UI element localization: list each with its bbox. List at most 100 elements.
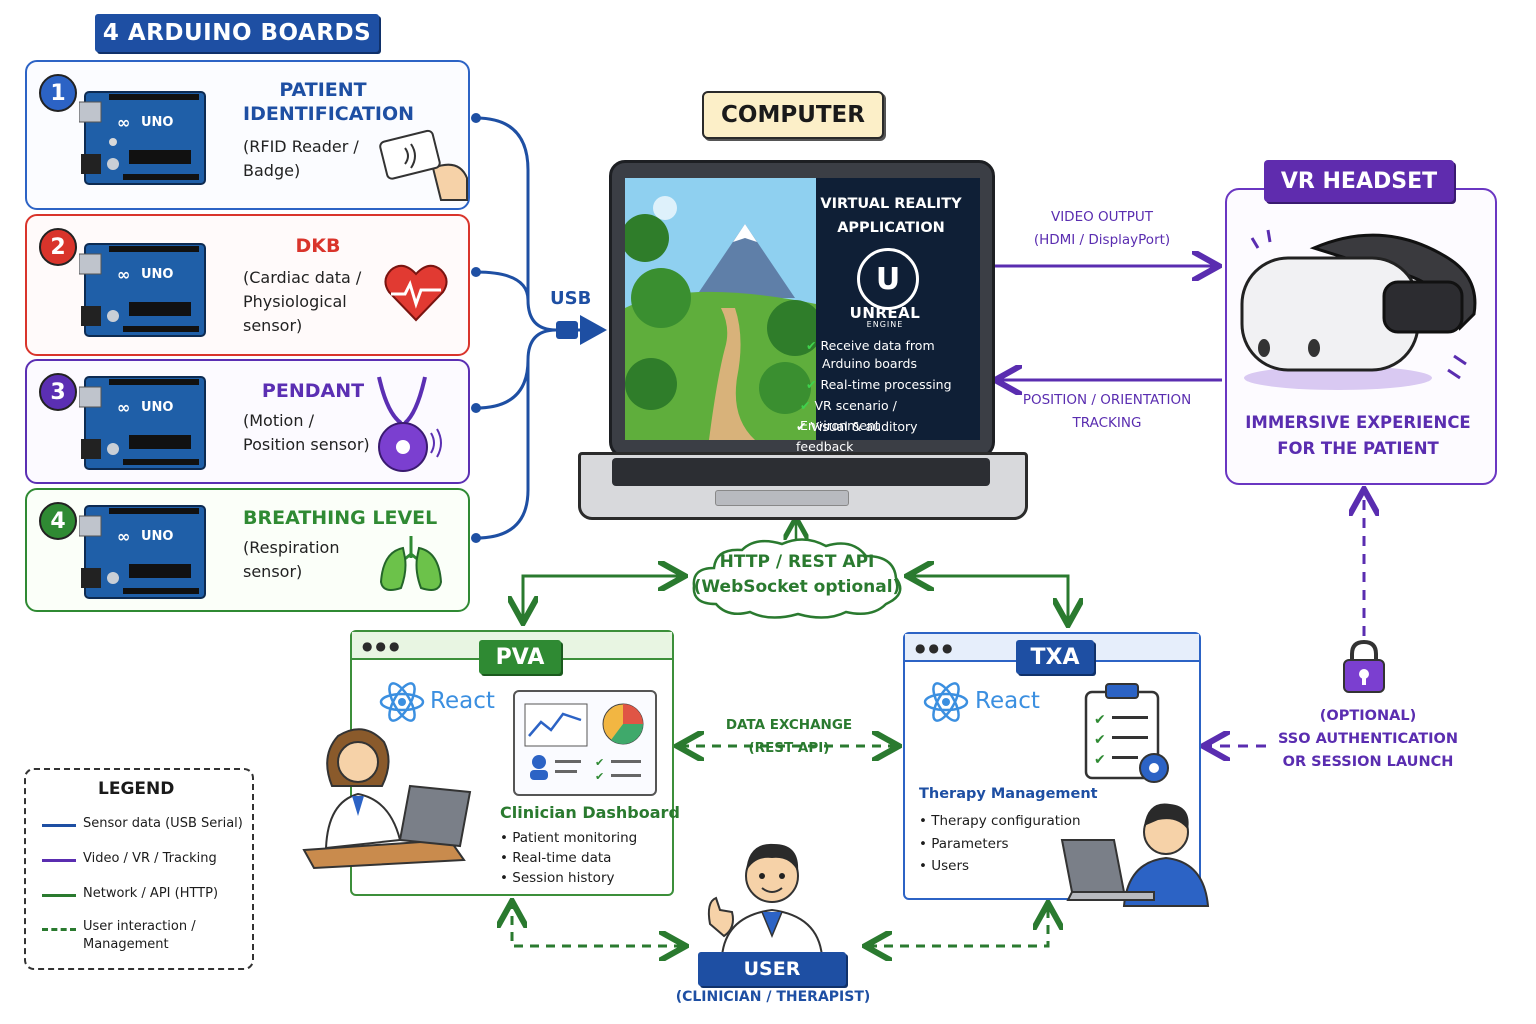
data-exchange-label: DATA EXCHANGE (REST API) xyxy=(725,717,853,756)
board-panel-dkb: 2 UNO ∞ DKB (Cardiac data / Physiologica… xyxy=(25,214,470,356)
heart-icon xyxy=(384,264,448,322)
legend-line-user-interaction xyxy=(42,928,76,931)
user-subtitle: (CLINICIAN / THERAPIST) xyxy=(675,989,871,1005)
http-api-cloud xyxy=(692,538,902,619)
board-title: DKB xyxy=(295,235,341,257)
pva-feature-list: • Patient monitoring • Real-time data • … xyxy=(500,830,638,886)
svg-text:UNO: UNO xyxy=(141,529,174,544)
vr-headset-caption: IMMERSIVE EXPERIENCE FOR THE PATIENT xyxy=(1245,413,1471,458)
user-clinician-illustration xyxy=(707,843,824,956)
video-output-label: VIDEO OUTPUT (HDMI / DisplayPort) xyxy=(1033,209,1171,248)
window-dots-icon: ●●● xyxy=(362,639,403,653)
unreal-wordmark: UNREAL xyxy=(849,304,921,322)
sso-label: (OPTIONAL) SSO AUTHENTICATION OR SESSION… xyxy=(1278,708,1458,770)
svg-text:✔: ✔ xyxy=(1094,732,1106,748)
board-number-badge: 1 xyxy=(39,74,77,112)
react-logo-icon xyxy=(923,682,969,722)
board-number-badge: 4 xyxy=(39,502,77,540)
legend-box xyxy=(24,768,254,970)
board-description: (RFID Reader / Badge) xyxy=(243,137,359,180)
vr-landscape-illustration xyxy=(625,178,823,440)
vr-app-title: VIRTUAL REALITY APPLICATION xyxy=(820,196,962,236)
computer-label: COMPUTER xyxy=(702,91,884,139)
pendant-icon xyxy=(377,376,442,472)
vr-headset-icon xyxy=(1240,229,1477,390)
therapy-management-title: Therapy Management xyxy=(919,786,1098,802)
dashboard-card: ✔ ✔ xyxy=(513,690,657,796)
svg-text:∞: ∞ xyxy=(117,527,130,546)
legend-item-sensor: Sensor data (USB Serial) xyxy=(83,816,243,831)
svg-text:∞: ∞ xyxy=(117,398,130,417)
svg-text:✔: ✔ xyxy=(595,770,604,783)
app-feature-2: ✔Real-time processing xyxy=(806,377,952,392)
react-label: React xyxy=(430,688,495,714)
board-description: (Motion / Position sensor) xyxy=(243,411,370,454)
board-title: PENDANT xyxy=(261,380,365,402)
app-feature-1: ✔Receive data from xyxy=(806,338,935,353)
react-label: React xyxy=(975,688,1040,714)
legend-title: LEGEND xyxy=(98,779,175,799)
clipboard-gear-icon: ✔ ✔ ✔ xyxy=(1084,683,1169,783)
svg-text:UNO: UNO xyxy=(141,267,174,282)
board-panel-pendant: 3 UNO ∞ PENDANT (Motion / Position senso… xyxy=(25,359,470,484)
usb-bus-lines xyxy=(475,116,607,540)
http-api-label: HTTP / REST API (WebSocket optional) xyxy=(693,552,901,597)
arduino-uno-board-icon: UNO ∞ xyxy=(79,376,206,470)
unreal-engine-logo-icon: U xyxy=(857,248,919,310)
laptop-keyboard xyxy=(612,458,990,486)
arduino-boards-title: 4 ARDUINO BOARDS xyxy=(95,14,379,52)
clinician-at-desk-illustration xyxy=(302,728,472,870)
svg-text:UNO: UNO xyxy=(141,400,174,415)
legend-item-video: Video / VR / Tracking xyxy=(83,851,217,866)
unreal-engine-wordmark: ENGINE xyxy=(866,320,904,329)
board-panel-breathing-level: 4 UNO ∞ BREATHING LEVEL (Respiration sen… xyxy=(25,488,470,612)
lungs-icon xyxy=(379,536,443,591)
svg-text:∞: ∞ xyxy=(117,265,130,284)
legend-line-video xyxy=(42,859,76,862)
dashboard-charts-icon: ✔ ✔ xyxy=(524,703,644,783)
svg-text:✔: ✔ xyxy=(1094,752,1106,768)
user-tag: USER xyxy=(698,952,846,986)
app-feature-1-cont: Arduino boards xyxy=(822,356,917,371)
vr-app-panel xyxy=(816,178,980,440)
tracking-label: POSITION / ORIENTATION TRACKING xyxy=(1022,392,1192,431)
app-feature-3: ✔VR scenario / Environment xyxy=(800,398,897,433)
txa-tag: TXA xyxy=(1016,640,1094,674)
vr-headset-title: VR HEADSET xyxy=(1264,160,1454,202)
pva-tag: PVA xyxy=(479,640,561,674)
board-title: PATIENT IDENTIFICATION xyxy=(243,79,415,125)
rfid-card-icon xyxy=(379,129,468,201)
arduino-uno-board-icon: UNO ∞ xyxy=(79,91,206,185)
usb-connectors xyxy=(471,113,578,543)
legend-item-user-interaction: User interaction / Management xyxy=(83,919,196,952)
board-description: (Cardiac data / Physiological sensor) xyxy=(243,268,362,335)
window-dots-icon: ●●● xyxy=(915,641,956,655)
board-panel-patient-identification: 1 UNO ∞ PATIENT IDENTIFICATION (RFID Rea… xyxy=(25,60,470,210)
legend-item-network: Network / API (HTTP) xyxy=(83,886,219,901)
lock-icon xyxy=(1343,639,1385,693)
therapist-with-laptop-illustration xyxy=(1060,803,1210,907)
board-number-badge: 2 xyxy=(39,228,77,266)
txa-feature-list: • Therapy configuration • Parameters • U… xyxy=(919,813,1081,874)
svg-text:✔: ✔ xyxy=(595,756,604,769)
laptop-trackpad xyxy=(715,490,849,506)
user-pva-arrow xyxy=(512,904,683,946)
http-right-arrow xyxy=(910,576,1068,622)
arduino-uno-board-icon: UNO ∞ xyxy=(79,505,206,599)
http-left-arrow xyxy=(523,576,682,620)
legend-line-sensor xyxy=(42,824,76,827)
board-description: (Respiration sensor) xyxy=(243,538,340,581)
svg-text:∞: ∞ xyxy=(117,113,130,132)
board-number-badge: 3 xyxy=(39,373,77,411)
uno-text: UNO xyxy=(141,115,174,130)
arduino-uno-board-icon: UNO ∞ xyxy=(79,243,206,337)
usb-label: USB xyxy=(550,288,592,309)
board-title: BREATHING LEVEL xyxy=(243,507,438,529)
user-txa-arrow xyxy=(868,906,1048,946)
react-logo-icon xyxy=(379,682,425,722)
app-feature-4: ✔Visual & auditory feedback xyxy=(796,419,918,454)
clinician-dashboard-title: Clinician Dashboard xyxy=(500,803,680,822)
svg-text:✔: ✔ xyxy=(1094,712,1106,728)
legend-line-network xyxy=(42,894,76,897)
